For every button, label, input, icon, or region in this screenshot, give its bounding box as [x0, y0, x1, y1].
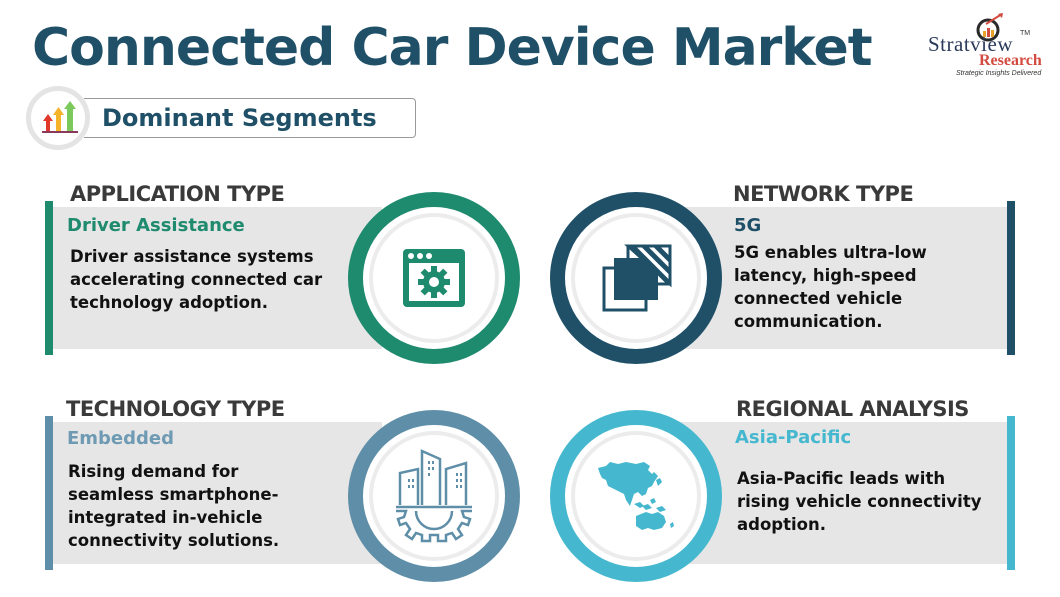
logo-brand-line2: Research	[979, 52, 1042, 69]
segment-leader: Asia-Pacific	[735, 427, 852, 448]
accent-bar	[1007, 416, 1015, 570]
accent-bar	[1007, 201, 1015, 355]
logo-tagline: Strategic Insights Delivered	[956, 70, 1042, 77]
segment-category: NETWORK TYPE	[733, 182, 914, 206]
segment-category: APPLICATION TYPE	[70, 182, 285, 206]
segment-icon-circle	[550, 410, 722, 582]
subtitle: Dominant Segments	[102, 104, 377, 132]
magnifier-chart-icon	[976, 13, 1003, 42]
buildings-gear-icon	[396, 449, 472, 543]
accent-bar	[45, 416, 53, 570]
card-background	[52, 207, 382, 349]
stratview-logo: Stratview TM Research Strategic Insights…	[922, 6, 1052, 77]
card-background	[52, 422, 382, 564]
segment-category: REGIONAL ANALYSIS	[736, 397, 969, 421]
segment-leader: Embedded	[67, 428, 175, 449]
segment-icon-circle	[550, 192, 722, 364]
page-title: Connected Car Device Market	[32, 18, 873, 78]
segment-leader: Driver Assistance	[67, 215, 245, 236]
asia-pacific-map-icon	[598, 462, 674, 530]
rising-arrows-icon	[26, 86, 90, 150]
segment-icon-circle	[348, 410, 520, 582]
segment-description: Rising demand for seamless smartphone-in…	[68, 462, 280, 550]
logo-trademark: TM	[1020, 30, 1031, 37]
browser-gear-icon	[403, 249, 465, 307]
segment-description: 5G enables ultra-low latency, high-speed…	[734, 243, 927, 331]
segment-description: Asia-Pacific leads with rising vehicle c…	[737, 469, 982, 534]
accent-bar	[45, 201, 53, 355]
layered-squares-icon	[602, 244, 672, 312]
card-background	[680, 422, 1008, 564]
segment-category: TECHNOLOGY TYPE	[66, 397, 285, 421]
segment-leader: 5G	[734, 215, 762, 236]
subtitle-box	[84, 98, 416, 138]
segment-description: Driver assistance systems accelerating c…	[70, 247, 323, 312]
logo-brand: Stratview	[928, 32, 1013, 56]
segment-icon-circle	[348, 192, 520, 364]
card-background	[680, 207, 1008, 349]
